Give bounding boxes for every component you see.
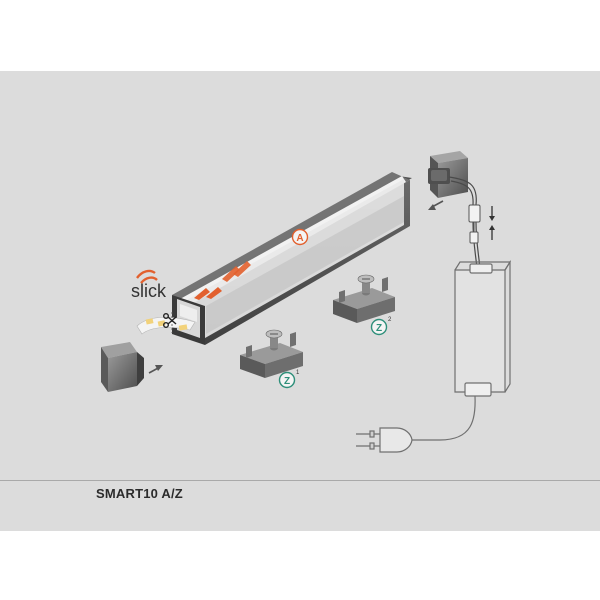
callout-z2-label: Z [376,323,382,334]
cable-connector [468,204,481,244]
mounting-clip-1 [240,329,303,378]
footer-divider [0,480,600,481]
arrow-icon [148,365,163,374]
power-plug-icon [356,427,413,453]
logo-text: slick [131,281,167,301]
mounting-clip-2 [333,274,395,323]
end-cap-cable-icon [428,151,468,198]
callout-a: A [291,228,309,246]
mains-cable [412,395,476,441]
scissors-icon [162,313,177,329]
callout-z1: Z 1 [278,370,300,389]
product-code: SMART10 A/Z [96,486,183,501]
aluminium-profile [172,172,412,345]
end-cap-icon [101,342,144,392]
connect-arrows-icon [489,206,495,240]
callout-a-label: A [296,233,303,244]
slick-arrows [194,261,251,300]
callout-z2-index: 2 [388,317,392,323]
callout-z1-label: Z [284,376,290,387]
power-supply-icon [454,259,512,397]
callout-z1-index: 1 [296,370,300,376]
arrow-icon [428,200,444,210]
slick-logo: slick [131,269,167,301]
callout-z2: Z 2 [370,317,392,336]
